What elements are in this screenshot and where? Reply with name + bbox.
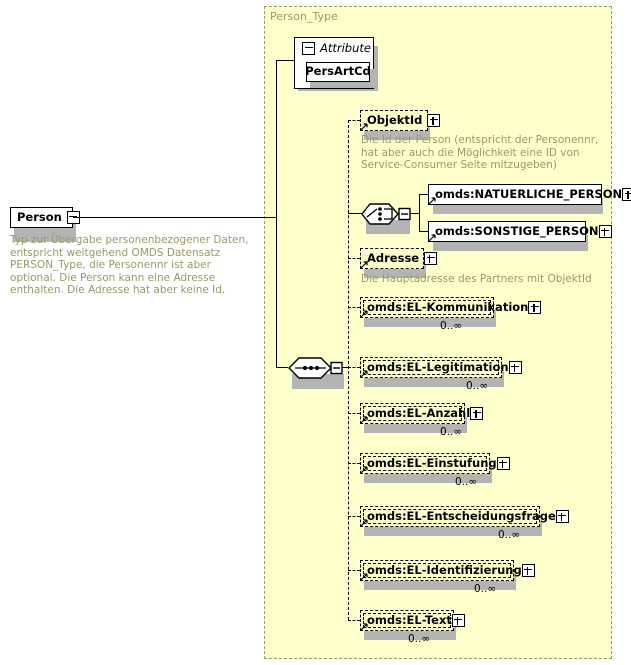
element-label-person: Person <box>17 209 62 224</box>
plus-icon-el-einstufung[interactable] <box>496 457 510 470</box>
element-node-el-anzahl[interactable]: omds:EL-Anzahl <box>360 403 484 424</box>
element-label-objektid: ObjektId <box>367 112 423 127</box>
element-label-el-anzahl: omds:EL-Anzahl <box>367 405 471 420</box>
plus-icon-el-text[interactable] <box>451 614 465 627</box>
plus-icon-el-anzahl[interactable] <box>470 407 484 420</box>
person-type-label: Person_Type <box>270 10 338 23</box>
connector-spine-to-el-text <box>348 620 360 621</box>
cardinality-el-text: 0..∞ <box>408 633 431 645</box>
attribute-label-persartcd: PersArtCd <box>305 64 371 79</box>
connector-spine-to-el-entscheidungsfrage <box>348 516 360 517</box>
element-node-el-kommunikation[interactable]: omds:EL-Kommunikation <box>360 297 542 318</box>
element-label-el-einstufung: omds:EL-Einstufung <box>367 455 497 470</box>
connector-choice-to-natuerliche <box>419 194 429 196</box>
plus-icon-sonstige-person[interactable] <box>598 225 612 238</box>
choice-compositor[interactable] <box>361 203 413 225</box>
connector-person-to-trunk <box>73 217 277 219</box>
connector-spine-to-el-anzahl <box>348 413 360 414</box>
plus-icon-objektid[interactable] <box>427 114 441 127</box>
cardinality-el-identifizierung: 0..∞ <box>474 583 497 595</box>
connector-choice-branch-vertical <box>419 194 421 232</box>
element-node-natuerliche-person[interactable]: omds:NATUERLICHE_PERSON <box>428 184 631 205</box>
annotation-objektid: Die Id der Person (entspricht der Person… <box>361 134 599 172</box>
attribute-group-header[interactable]: Attribute <box>298 40 371 56</box>
element-node-objektid[interactable]: ObjektId <box>360 110 441 131</box>
connector-spine-to-choice-stub <box>348 120 349 213</box>
element-label-el-kommunikation: omds:EL-Kommunikation <box>367 299 529 314</box>
element-label-el-text: omds:EL-Text <box>367 612 452 627</box>
cardinality-el-entscheidungsfrage: 0..∞ <box>498 529 521 541</box>
connector-spine-dashed <box>348 120 349 620</box>
element-node-el-text[interactable]: omds:EL-Text <box>360 610 465 631</box>
attribute-node-persartcd[interactable]: PersArtCd <box>305 62 371 82</box>
plus-icon-el-entscheidungsfrage[interactable] <box>555 510 569 523</box>
connector-spine-to-el-identifizierung <box>348 570 360 571</box>
element-label-el-legitimation: omds:EL-Legitimation <box>367 359 509 374</box>
element-node-el-entscheidungsfrage[interactable]: omds:EL-Entscheidungsfrage <box>360 506 569 527</box>
connector-trunk-to-attribute <box>276 60 294 62</box>
connector-spine-to-adresse <box>348 258 360 259</box>
connector-spine-to-el-legitimation <box>348 367 360 368</box>
plus-icon-el-kommunikation[interactable] <box>528 301 542 314</box>
element-node-adresse[interactable]: Adresse <box>360 248 438 269</box>
connector-choice-to-sonstige <box>419 231 429 233</box>
connector-choice-out <box>410 213 420 215</box>
connector-spine-to-choice <box>348 213 362 215</box>
annotation-adresse: Die Hauptadresse des Partners mit Objekt… <box>361 273 592 285</box>
element-node-sonstige-person[interactable]: omds:SONSTIGE_PERSON <box>428 221 612 242</box>
element-label-el-entscheidungsfrage: omds:EL-Entscheidungsfrage <box>367 508 556 523</box>
sequence-compositor[interactable] <box>288 357 346 379</box>
element-node-el-legitimation[interactable]: omds:EL-Legitimation <box>360 357 522 378</box>
element-label-natuerliche-person: omds:NATUERLICHE_PERSON <box>435 186 623 201</box>
connector-sequence-to-spine <box>342 367 350 369</box>
plus-icon-adresse[interactable] <box>424 252 438 265</box>
connector-spine-to-el-einstufung <box>348 463 360 464</box>
plus-icon-el-identifizierung[interactable] <box>521 564 535 577</box>
element-label-adresse: Adresse <box>367 250 420 265</box>
element-label-el-identifizierung: omds:EL-Identifizierung <box>367 562 522 577</box>
plus-icon-el-legitimation[interactable] <box>508 361 522 374</box>
cardinality-el-einstufung: 0..∞ <box>455 476 478 488</box>
connector-trunk-vertical <box>276 60 278 368</box>
cardinality-el-legitimation: 0..∞ <box>466 380 489 392</box>
element-node-person[interactable]: Person <box>10 207 80 228</box>
annotation-person: Typ zur Übergabe personenbezogener Daten… <box>10 234 249 297</box>
minus-icon-attribute[interactable] <box>302 41 315 55</box>
plus-icon-natuerliche-person[interactable] <box>622 188 631 201</box>
connector-trunk-to-sequence <box>276 367 288 369</box>
connector-spine-to-el-kommunikation <box>348 307 360 308</box>
element-node-el-einstufung[interactable]: omds:EL-Einstufung <box>360 453 510 474</box>
attribute-group-label: Attribute <box>320 41 371 55</box>
cardinality-el-kommunikation: 0..∞ <box>440 320 463 332</box>
connector-spine-to-objektid <box>348 120 360 121</box>
cardinality-el-anzahl: 0..∞ <box>440 426 463 438</box>
element-node-el-identifizierung[interactable]: omds:EL-Identifizierung <box>360 560 535 581</box>
element-label-sonstige-person: omds:SONSTIGE_PERSON <box>435 223 599 238</box>
